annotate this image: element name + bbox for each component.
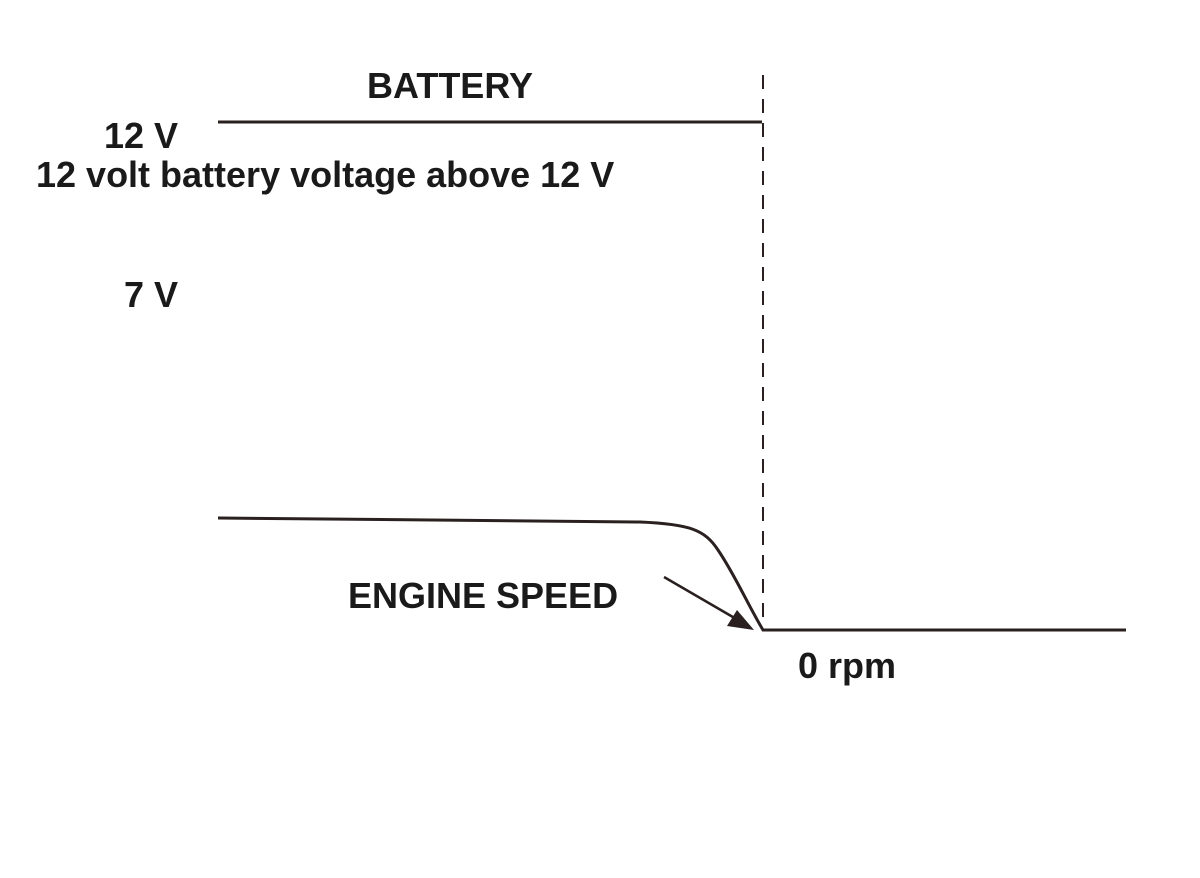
battery-label: BATTERY [367, 65, 533, 106]
battery-description-label: 12 volt battery voltage above 12 V [36, 154, 615, 195]
voltage-12-label: 12 V [104, 115, 179, 156]
voltage-7-label: 7 V [124, 274, 179, 315]
engine-speed-pointer-line [663, 575, 739, 622]
engine-speed-arrowhead-icon [727, 610, 754, 630]
engine-speed-curve [217, 516, 1126, 632]
zero-rpm-label: 0 rpm [798, 645, 897, 686]
engine-speed-label: ENGINE SPEED [348, 575, 619, 616]
